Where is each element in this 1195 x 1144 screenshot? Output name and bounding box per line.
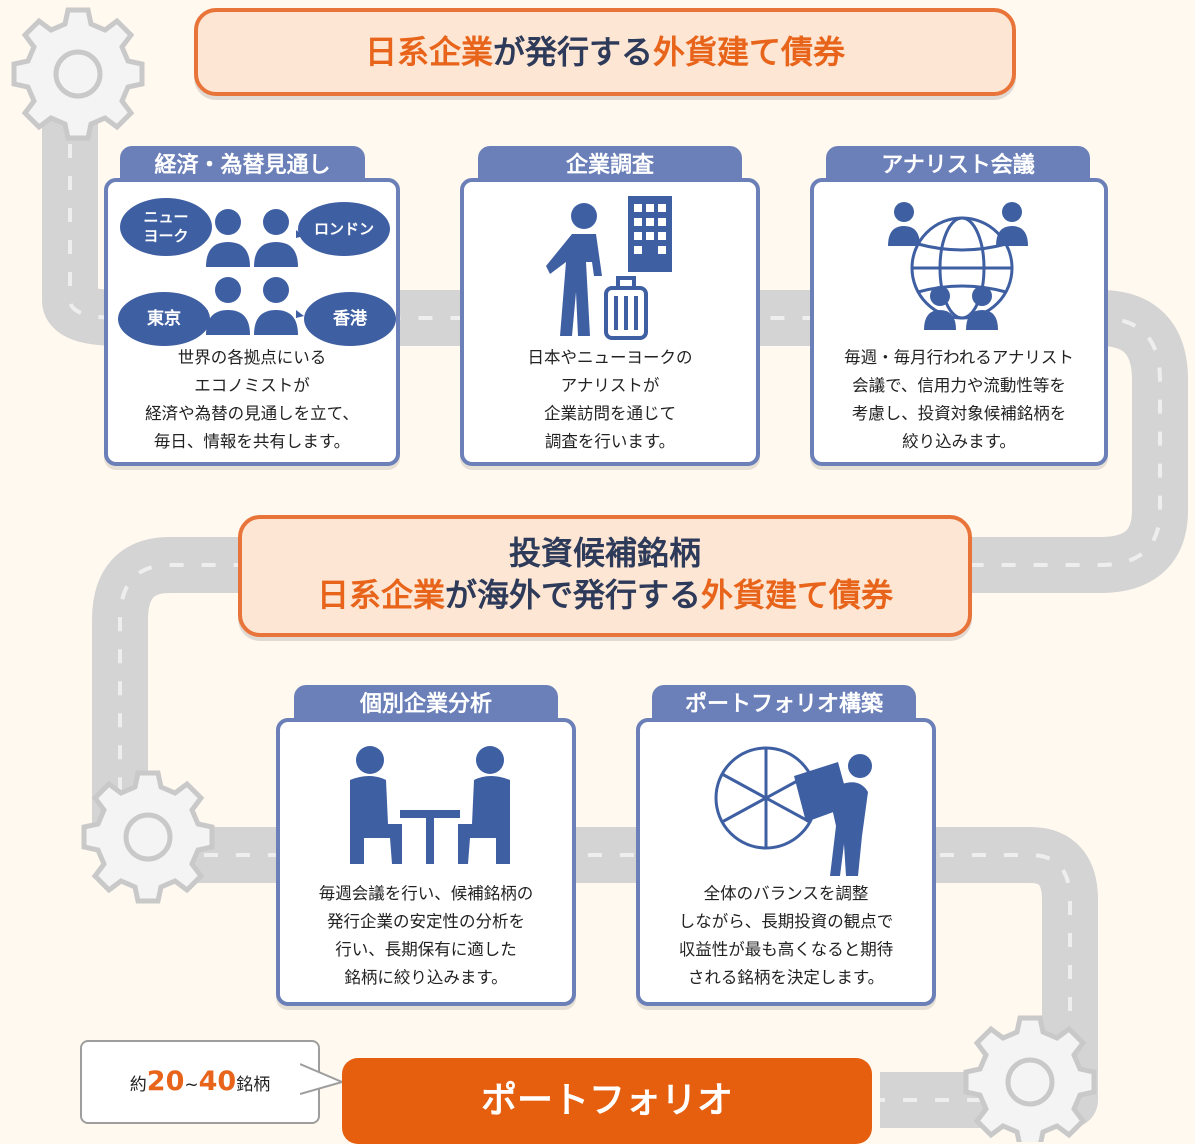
desc-line: 考慮し、投資対象候補銘柄を [851, 404, 1067, 423]
desc-line: 世界の各拠点にいる [177, 348, 327, 367]
banner-text: が海外で発行する [444, 576, 701, 614]
portfolio-result-box: ポートフォリオ [342, 1058, 872, 1144]
card-economic-outlook: ニューヨーク ロンドン 東京 香港 世界の各拠点にいる エコノミストが 経済や為… [104, 178, 400, 466]
callout-suffix: 銘柄 [236, 1075, 271, 1095]
desc-line: される銘柄を決定します。 [687, 968, 885, 987]
callout-min: 20 [146, 1066, 185, 1097]
desc-line: 日本やニューヨークの [527, 348, 693, 367]
economists-network-icon: ニューヨーク ロンドン 東京 香港 [108, 192, 396, 346]
banner-text: が発行する [492, 33, 653, 71]
desc-line: 毎週・毎月行われるアナリスト [844, 348, 1074, 367]
card-description: 日本やニューヨークの アナリストが 企業訪問を通じて 調査を行います。 [464, 344, 756, 456]
card-description: 毎週会議を行い、候補銘柄の 発行企業の安定性の分析を 行い、長期保有に適した 銘… [280, 880, 572, 992]
candidate-banner: 投資候補銘柄 日系企業が海外で発行する外貨建て債券 [238, 515, 972, 637]
meeting-discussion-icon [350, 746, 510, 864]
analyst-visit-icon [546, 196, 672, 340]
banner-highlight-issuer: 日系企業 [316, 576, 445, 614]
desc-line: 全体のバランスを調整 [703, 884, 869, 903]
callout-max: 40 [198, 1066, 237, 1097]
card-description: 世界の各拠点にいる エコノミストが 経済や為替の見通しを立て、 毎日、情報を共有… [108, 344, 396, 456]
top-banner: 日系企業が発行する外貨建て債券 [194, 8, 1016, 96]
desc-line: 会議で、信用力や流動性等を [852, 376, 1066, 395]
bubble-london: ロンドン [298, 202, 390, 256]
desc-line: 絞り込みます。 [902, 432, 1016, 451]
bubble-hong-kong: 香港 [304, 292, 396, 346]
callout-sep: ~ [184, 1075, 199, 1095]
card-portfolio-construction: 全体のバランスを調整 しながら、長期投資の観点で 収益性が最も高くなると期待 さ… [636, 718, 936, 1006]
desc-line: しながら、長期投資の観点で [678, 912, 894, 931]
bubble-new-york: ニューヨーク [120, 198, 212, 256]
desc-line: 銘柄に絞り込みます。 [344, 968, 508, 987]
desc-line: アナリストが [560, 376, 660, 395]
desc-line: 行い、長期保有に適した [335, 940, 517, 959]
card-description: 全体のバランスを調整 しながら、長期投資の観点で 収益性が最も高くなると期待 さ… [640, 880, 932, 992]
desc-line: 経済や為替の見通しを立て、 [145, 404, 359, 423]
banner-highlight-issuer: 日系企業 [364, 33, 493, 71]
card-company-analysis: 毎週会議を行い、候補銘柄の 発行企業の安定性の分析を 行い、長期保有に適した 銘… [276, 718, 576, 1006]
pie-chart-builder-icon [714, 746, 872, 876]
desc-line: 発行企業の安定性の分析を [327, 912, 525, 931]
card-company-research: 日本やニューヨークの アナリストが 企業訪問を通じて 調査を行います。 [460, 178, 760, 466]
candidate-banner-title: 投資候補銘柄 [508, 534, 701, 572]
candidate-banner-subtitle: 日系企業が海外で発行する外貨建て債券 [242, 573, 968, 617]
people-icons [200, 209, 304, 335]
callout-prefix: 約 [129, 1075, 147, 1095]
banner-highlight-bond: 外貨建て債券 [653, 33, 846, 71]
card-analyst-meeting: 毎週・毎月行われるアナリスト 会議で、信用力や流動性等を 考慮し、投資対象候補銘… [810, 178, 1108, 466]
callout-tail [300, 1063, 344, 1095]
bubble-new-york-l2: ヨーク [143, 227, 189, 245]
card-description: 毎週・毎月行われるアナリスト 会議で、信用力や流動性等を 考慮し、投資対象候補銘… [814, 344, 1104, 456]
bubble-tokyo: 東京 [118, 292, 210, 346]
desc-line: 収益性が最も高くなると期待 [678, 940, 894, 959]
desc-line: 調査を行います。 [544, 432, 676, 451]
holdings-count-callout: 約20~40銘柄 [80, 1040, 320, 1124]
banner-highlight-bond: 外貨建て債券 [701, 576, 894, 614]
global-meeting-icon [888, 202, 1028, 330]
desc-line: 毎日、情報を共有します。 [153, 432, 351, 451]
desc-line: 企業訪問を通じて [544, 404, 676, 423]
bubble-new-york-l1: ニュー [143, 208, 189, 226]
desc-line: エコノミストが [194, 376, 310, 395]
desc-line: 毎週会議を行い、候補銘柄の [318, 884, 534, 903]
